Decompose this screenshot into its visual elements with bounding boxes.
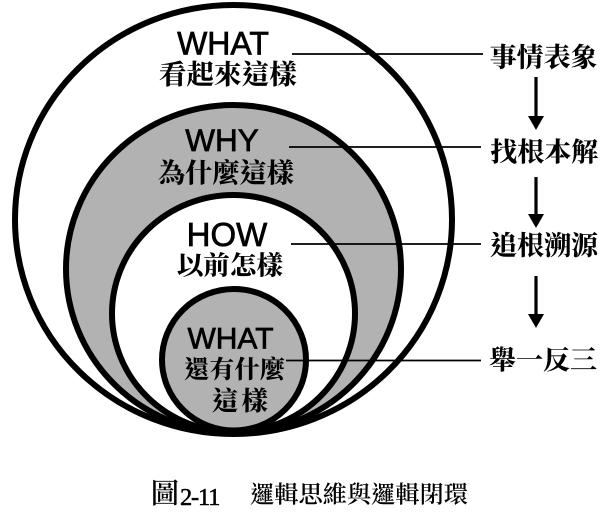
svg-text:HOW: HOW: [187, 216, 269, 253]
svg-text:WHAT: WHAT: [177, 26, 269, 62]
svg-text:WHY: WHY: [185, 122, 259, 158]
svg-text:2-11: 2-11: [180, 484, 219, 510]
svg-text:WHAT: WHAT: [187, 323, 273, 356]
